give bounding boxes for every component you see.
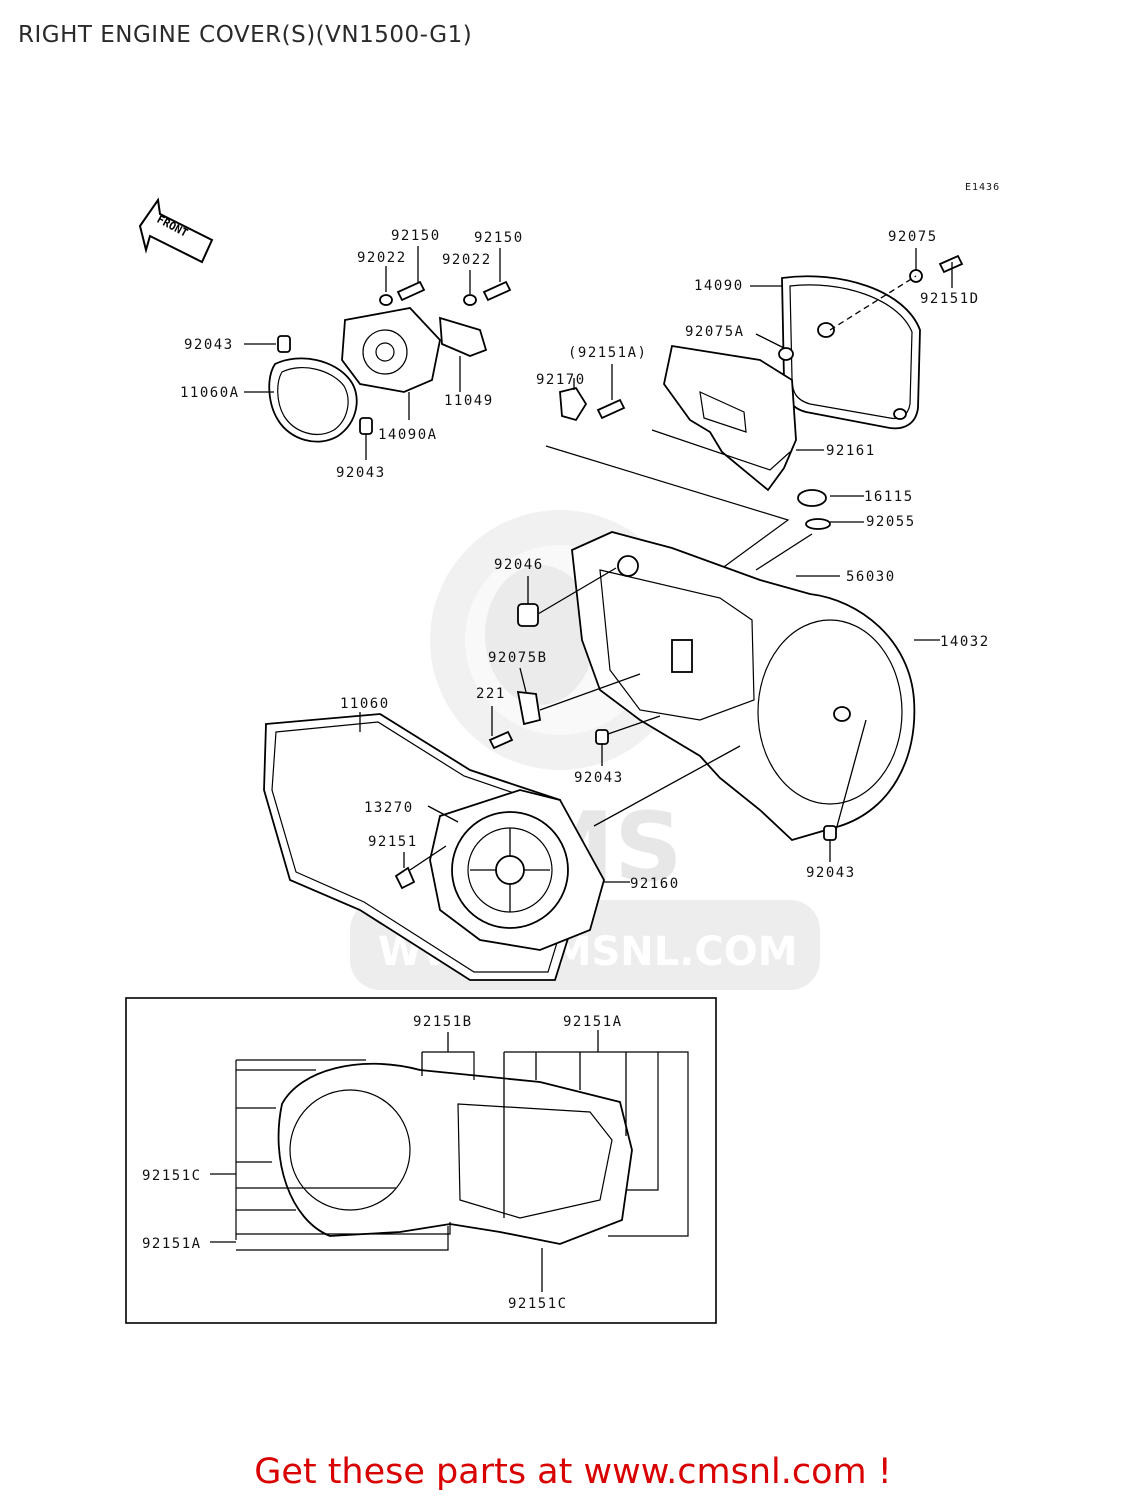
label-92075a: 92075A	[685, 324, 745, 340]
parts-diagram: CMS WWW.CMSNL.COM E1436 FRONT	[125, 182, 1000, 1324]
page-title: RIGHT ENGINE COVER(S)(VN1500-G1)	[18, 22, 473, 48]
label-92151d: 92151D	[920, 291, 980, 307]
label-92075: 92075	[888, 229, 938, 245]
label-14032: 14032	[940, 634, 990, 650]
label-92043-center: 92043	[574, 770, 624, 786]
label-92055: 92055	[866, 514, 916, 530]
clutch-cover-13270	[429, 789, 605, 951]
label-92043-right: 92043	[806, 865, 856, 881]
label-92150-left: 92150	[391, 228, 441, 244]
front-arrow-icon: FRONT	[138, 197, 214, 264]
inset-label-92151b: 92151B	[413, 1014, 473, 1030]
inset-cover-outline	[277, 1062, 633, 1245]
inset-label-92151a-left: 92151A	[142, 1236, 202, 1252]
label-92022-left: 92022	[357, 250, 407, 266]
plate-92161	[663, 344, 797, 492]
label-92043-upper: 92043	[184, 337, 234, 353]
label-92151a-paren: (92151A)	[568, 345, 647, 361]
label-11060a: 11060A	[180, 385, 240, 401]
label-92160: 92160	[630, 876, 680, 892]
label-16115: 16115	[864, 489, 914, 505]
label-92150-right: 92150	[474, 230, 524, 246]
label-92161: 92161	[826, 443, 876, 459]
inset-label-92151c-bottom: 92151C	[508, 1296, 568, 1312]
parts-link-banner[interactable]: Get these parts at www.cmsnl.com !	[254, 1452, 892, 1492]
label-92151: 92151	[368, 834, 418, 850]
label-92046: 92046	[494, 557, 544, 573]
inset-box	[125, 997, 717, 1324]
label-92043-lower: 92043	[336, 465, 386, 481]
label-221: 221	[476, 686, 506, 702]
figure-code: E1436	[965, 182, 1000, 193]
label-56030: 56030	[846, 569, 896, 585]
outer-cover-14090	[778, 254, 964, 430]
label-14090a: 14090A	[378, 427, 438, 443]
label-92170: 92170	[536, 372, 586, 388]
crankcase-cover-14032	[571, 531, 916, 842]
label-11049: 11049	[444, 393, 494, 409]
label-13270: 13270	[364, 800, 414, 816]
inset-label-92151a-top: 92151A	[563, 1014, 623, 1030]
upper-cover-assembly	[268, 280, 512, 443]
label-11060: 11060	[340, 696, 390, 712]
inset-label-92151c-left: 92151C	[142, 1168, 202, 1184]
label-92022-right: 92022	[442, 252, 492, 268]
label-14090: 14090	[694, 278, 744, 294]
label-92075b: 92075B	[488, 650, 548, 666]
